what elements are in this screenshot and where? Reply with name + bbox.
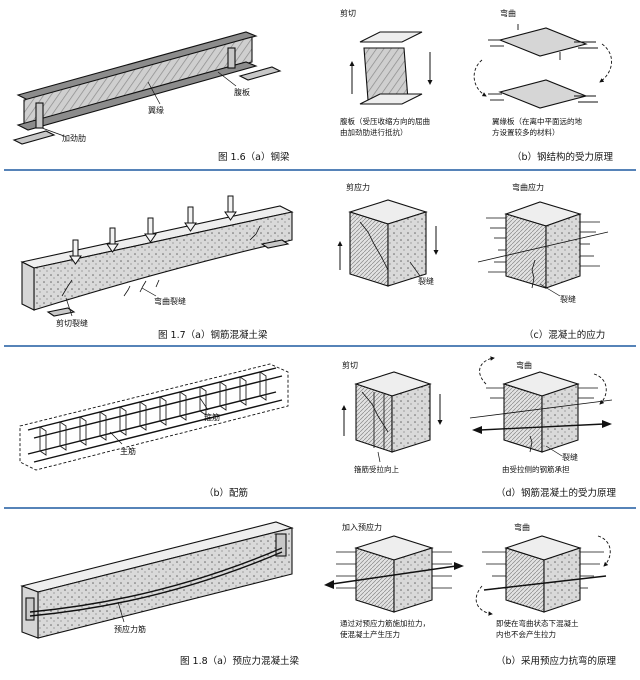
bend-note-line-1: 翼缘板（在离中平面远的地	[492, 116, 582, 126]
row-prestressed-beam: 预应力筋 图 1.8（a）预应力混凝土梁 加入预应力 通过对预应力筋施加拉力， …	[22, 522, 617, 667]
top-main-bar	[28, 368, 276, 430]
title-apply-prestress: 加入预应力	[342, 522, 382, 532]
prestress-note-line-2: 使混凝土产生压力	[340, 629, 400, 639]
beam-web	[24, 37, 252, 125]
title-shear-stress: 剪应力	[346, 182, 370, 192]
tension-arrow-right	[602, 420, 612, 428]
prestress-bending-diagram: 弯曲 即使在弯曲状态下混凝土 内也不会产生拉力	[476, 522, 610, 639]
moment-arrow-left	[474, 60, 486, 96]
label-stirrup: 箍筋	[204, 412, 220, 422]
label-shear-crack: 剪切裂缝	[56, 318, 88, 328]
bottom-main-bar	[28, 392, 276, 454]
title-bending: 弯曲	[514, 522, 530, 532]
label-crack: 裂缝	[562, 452, 578, 462]
cube-left	[350, 212, 388, 286]
stiffener-plate	[36, 103, 43, 128]
shear-note-line-2: 由加劲肋进行抵抗）	[340, 127, 408, 137]
note-stirrup-tension: 箍筋受拉向上	[354, 464, 399, 474]
web-panel	[364, 48, 408, 100]
concrete-bending-stress-diagram: 弯曲应力 裂缝	[478, 182, 608, 304]
caption-fig-1-7a: 图 1.7（a）钢筋混凝土梁	[158, 329, 268, 341]
cube-right	[546, 214, 580, 288]
label-tendon: 预应力筋	[114, 624, 146, 634]
concrete-shear-stress-diagram: 剪应力 裂缝	[340, 182, 436, 286]
caption-concrete-stress: （c）混凝土的应力	[524, 329, 605, 341]
title-bending: 弯曲	[500, 8, 516, 18]
row-steel-beam: 加劲肋 翼缘 腹板 图 1.6（a）钢梁 剪切 腹板（受压收缩方向的屈曲 由加劲…	[14, 8, 614, 163]
bend-note-line-2: 方设置较多的材料）	[492, 127, 560, 137]
upper-plate	[360, 32, 422, 42]
cube-right	[388, 212, 426, 286]
label-main-bar: 主筋	[120, 446, 136, 456]
row-reinforcement: 箍筋 主筋 （b）配筋 剪切 箍筋受拉向上 弯曲	[20, 358, 617, 499]
beam-outline	[20, 364, 288, 470]
prestressed-beam	[22, 522, 292, 638]
bend-note-line-2: 内也不会产生拉力	[496, 629, 556, 639]
title-shear: 剪切	[340, 8, 356, 18]
steel-shear-diagram: 剪切 腹板（受压收缩方向的屈曲 由加劲肋进行抵抗）	[340, 8, 430, 137]
bearing-plate	[14, 131, 54, 144]
cube-left	[504, 384, 542, 452]
stiffener-plate	[228, 48, 235, 68]
moment-arrow-right	[600, 44, 612, 82]
beam-side-face	[38, 528, 292, 638]
rc-shear-diagram: 剪切 箍筋受拉向上	[342, 360, 440, 474]
label-crack: 裂缝	[418, 276, 434, 286]
bottom-main-bar	[34, 400, 282, 462]
caption-rc-principle: （d）钢筋混凝土的受力原理	[496, 487, 617, 499]
steel-bending-diagram: 弯曲 翼缘板（在离中平面远的地 方设置较多的材料）	[474, 8, 611, 137]
beam-side-face	[34, 212, 292, 310]
bottom-flange-plate	[500, 80, 586, 108]
note-tension-side-rebar: 由受拉侧的钢筋承担	[502, 464, 570, 474]
label-flange: 翼缘	[148, 105, 164, 115]
prestress-note-line-1: 通过对预应力筋施加拉力，	[340, 618, 430, 628]
anchor-plate	[26, 598, 34, 620]
rc-bending-diagram: 弯曲 裂缝 由受拉侧的钢筋承担	[470, 358, 612, 474]
cube-right	[392, 384, 430, 452]
bend-note-line-1: 即使在弯曲状态下混凝土	[496, 618, 579, 628]
label-crack: 裂缝	[560, 294, 576, 304]
title-shear: 剪切	[342, 360, 358, 370]
top-flange-plate	[500, 28, 586, 56]
label-bending-crack: 弯曲裂缝	[154, 296, 186, 306]
beam-end-face	[22, 262, 34, 310]
caption-prestress-principle: （b）采用预应力抗弯的原理	[496, 655, 617, 667]
caption-reinforcement: （b）配筋	[204, 487, 248, 499]
caption-fig-1-8a: 图 1.8（a）预应力混凝土梁	[180, 655, 299, 667]
label-web: 腹板	[234, 87, 250, 97]
title-bending: 弯曲	[516, 360, 532, 370]
cube-right	[542, 384, 578, 452]
caption-steel-principle: （b）钢结构的受力原理	[512, 151, 614, 163]
rebar-cage	[20, 364, 288, 470]
prestress-application-diagram: 加入预应力 通过对预应力筋施加拉力， 使混凝土产生压力	[324, 522, 464, 639]
shear-note-line-1: 腹板（受压收缩方向的屈曲	[340, 116, 430, 126]
label-stiffener: 加劲肋	[62, 133, 86, 143]
row-rc-beam: 弯曲裂缝 剪切裂缝 图 1.7（a）钢筋混凝土梁 剪应力 裂缝 弯曲应力	[22, 182, 608, 341]
top-main-bar	[34, 376, 282, 438]
caption-fig-1-6a: 图 1.6（a）钢梁	[218, 151, 290, 163]
title-bending-stress: 弯曲应力	[512, 182, 544, 192]
tension-arrow-left	[472, 426, 482, 434]
